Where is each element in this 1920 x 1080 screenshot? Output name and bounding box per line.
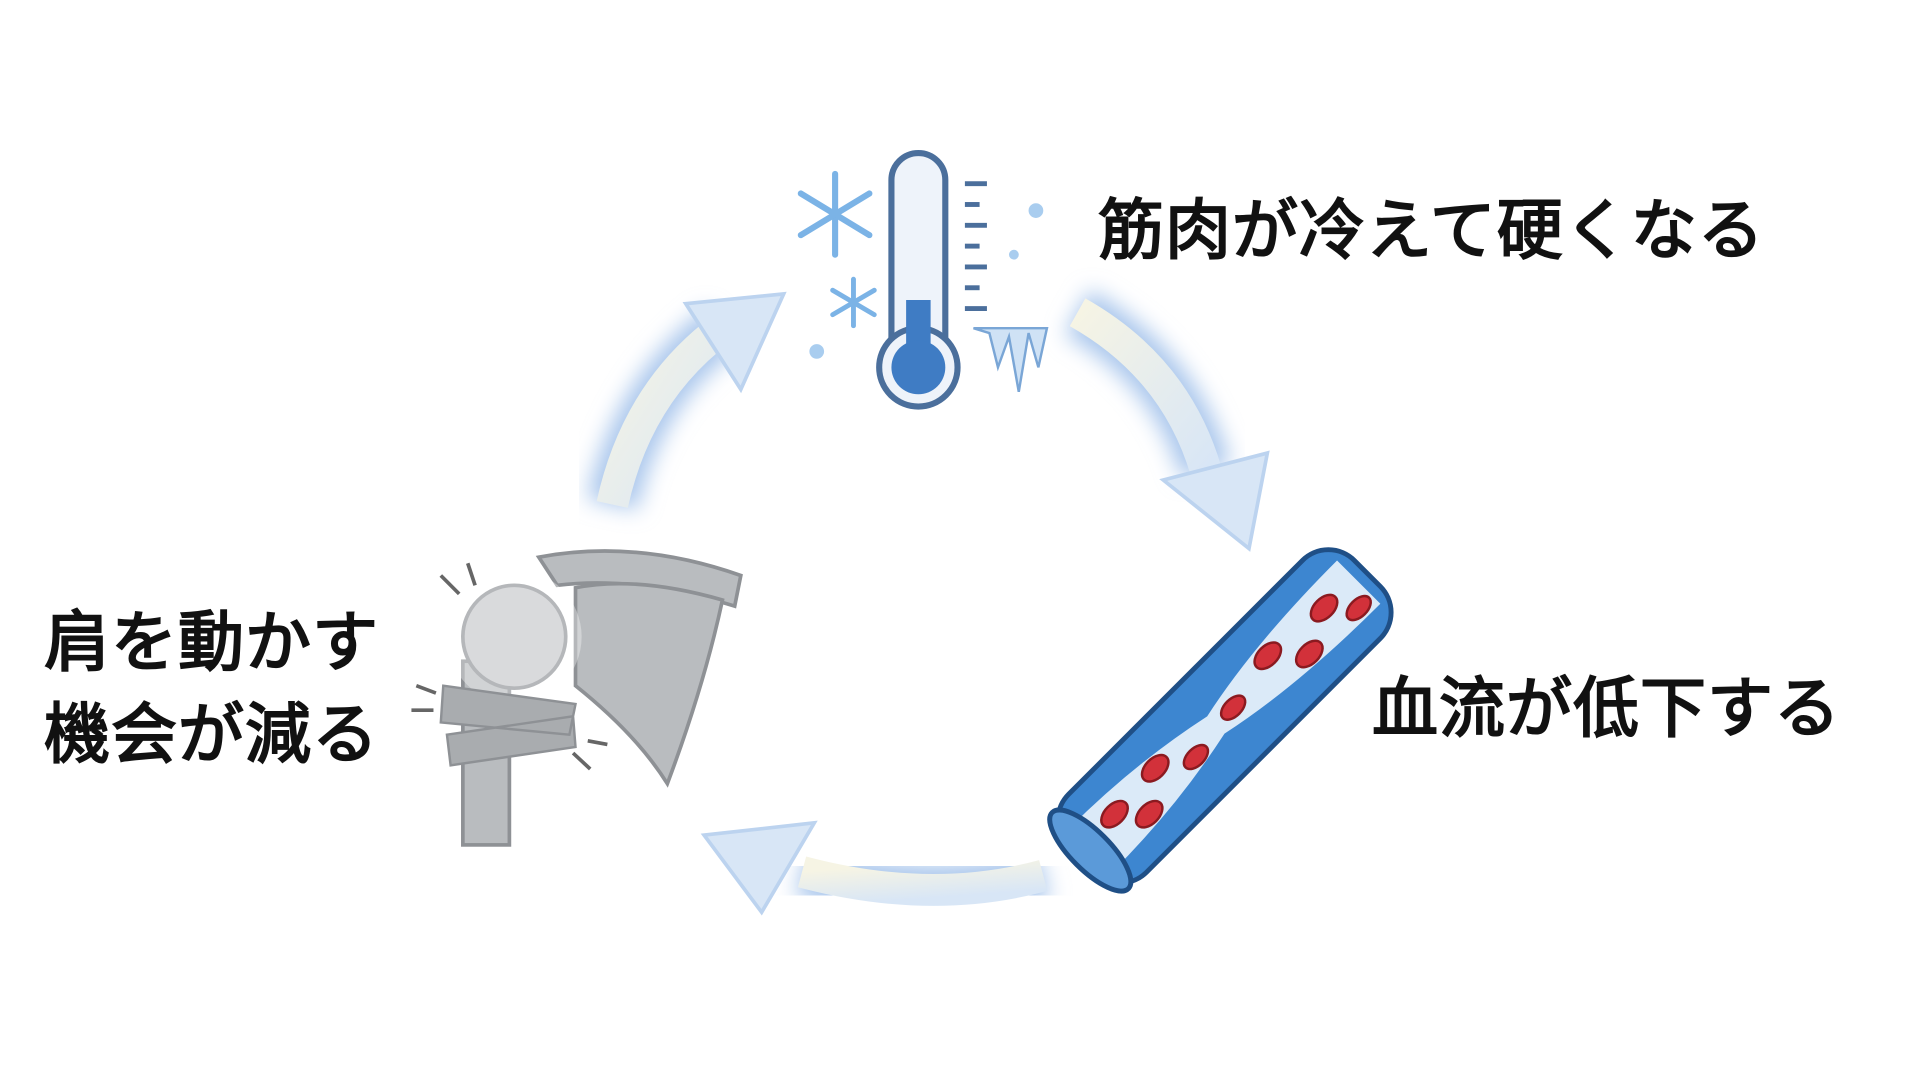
blood-vessel-icon bbox=[1047, 547, 1394, 894]
cycle-arrow-icon bbox=[1064, 289, 1270, 552]
snowflake-icon bbox=[830, 276, 877, 329]
snowflake-icon bbox=[797, 170, 873, 258]
step-label-muscle-cold: 筋肉が冷えて硬くなる bbox=[1098, 192, 1765, 269]
step-label-blood-flow: 血流が低下する bbox=[1372, 670, 1841, 747]
thermometer-icon bbox=[809, 150, 1049, 410]
shoulder-joint-icon bbox=[411, 549, 743, 847]
step-label-shoulder-line1: 肩を動かす bbox=[44, 604, 379, 681]
cycle-arrow-icon bbox=[700, 820, 1051, 916]
cycle-arrow-icon bbox=[587, 291, 787, 511]
step-label-shoulder-line2: 機会が減る bbox=[44, 696, 379, 773]
